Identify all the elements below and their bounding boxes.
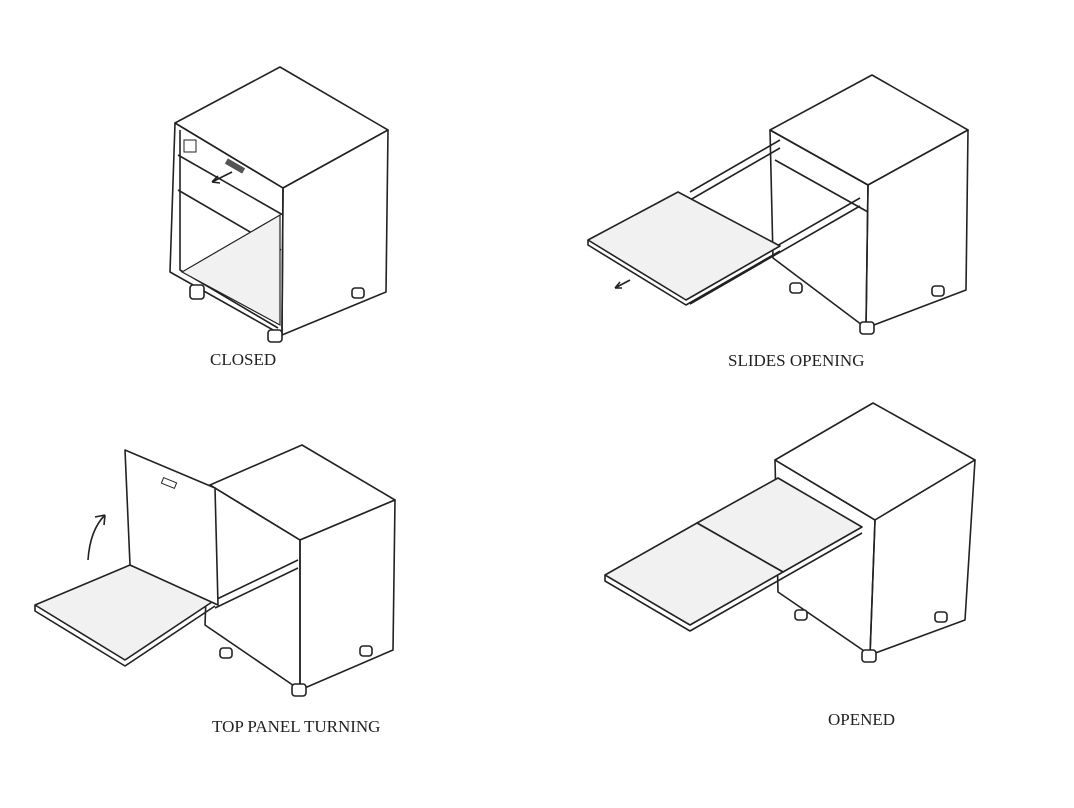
cabinet-closed xyxy=(169,66,389,343)
figure-label-top-panel-turning: TOP PANEL TURNING xyxy=(212,717,381,736)
cabinet-top-panel-turning xyxy=(34,444,396,697)
figure-label-slides-opening: SLIDES OPENING xyxy=(728,351,865,370)
cabinet-slides-opening xyxy=(587,74,969,335)
figure-label-closed: CLOSED xyxy=(210,350,277,369)
figure-label-opened: OPENED xyxy=(828,710,896,729)
cabinet-opened xyxy=(604,402,976,663)
